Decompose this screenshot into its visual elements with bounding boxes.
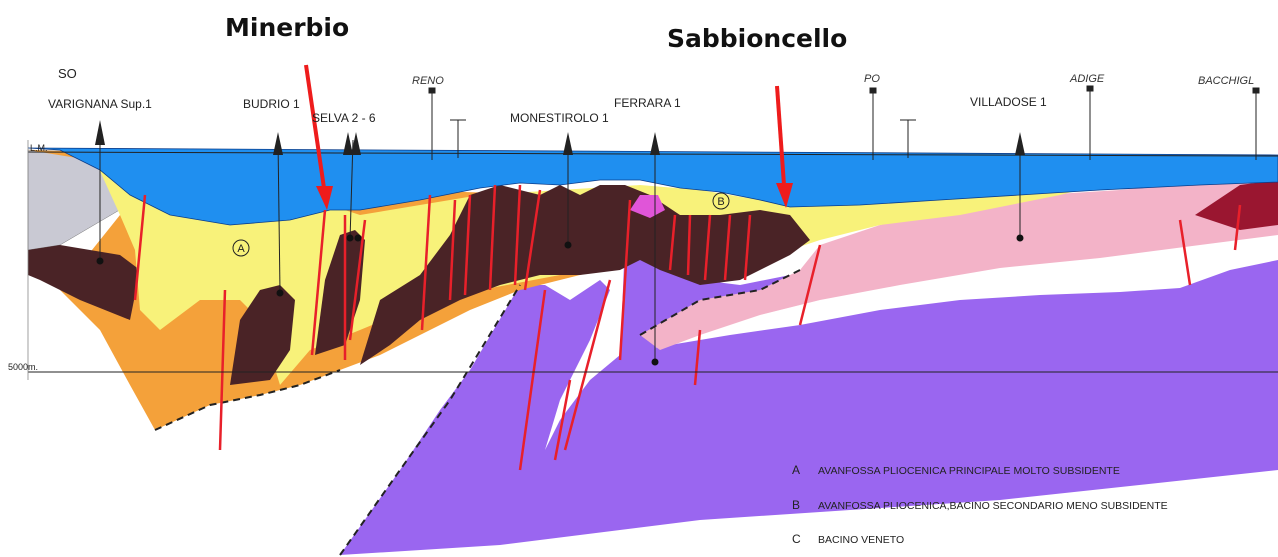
well-label-budrio: BUDRIO 1	[243, 97, 300, 111]
river-label-po: PO	[864, 73, 880, 85]
sea-level-label: L.M.	[30, 143, 48, 153]
zone-a-label: A	[237, 243, 245, 255]
legend-item-a-text: AVANFOSSA PLIOCENICA PRINCIPALE MOLTO SU…	[818, 465, 1120, 477]
well-label-ferrara: FERRARA 1	[614, 96, 681, 110]
legend-item-b-text: AVANFOSSA PLIOCENICA,BACINO SECONDARIO M…	[818, 500, 1168, 512]
zone-b-label: B	[717, 196, 724, 208]
stratigraphic-layers	[28, 148, 1278, 555]
well-label-monestirolo: MONESTIROLO 1	[510, 111, 609, 125]
orientation-label: SO	[58, 66, 77, 81]
river-label-reno: RENO	[412, 75, 444, 87]
well-label-selva: SELVA 2 - 6	[312, 111, 376, 125]
legend-item-c-letter: C	[792, 532, 801, 546]
legend-item-c-text: BACINO VENETO	[818, 534, 904, 546]
legend: A AVANFOSSA PLIOCENICA PRINCIPALE MOLTO …	[792, 463, 1168, 546]
legend-item-b-letter: B	[792, 498, 800, 512]
minerbio-callout: Minerbio	[225, 13, 349, 42]
well-label-villadose: VILLADOSE 1	[970, 95, 1047, 109]
river-label-bacchiglione: BACCHIGL	[1198, 75, 1254, 87]
depth-label: 5000m.	[8, 362, 38, 372]
well-label-varignana: VARIGNANA Sup.1	[48, 97, 152, 111]
legend-item-a-letter: A	[792, 463, 800, 477]
river-label-adige: ADIGE	[1069, 73, 1105, 85]
sabbioncello-callout: Sabbioncello	[667, 24, 847, 53]
